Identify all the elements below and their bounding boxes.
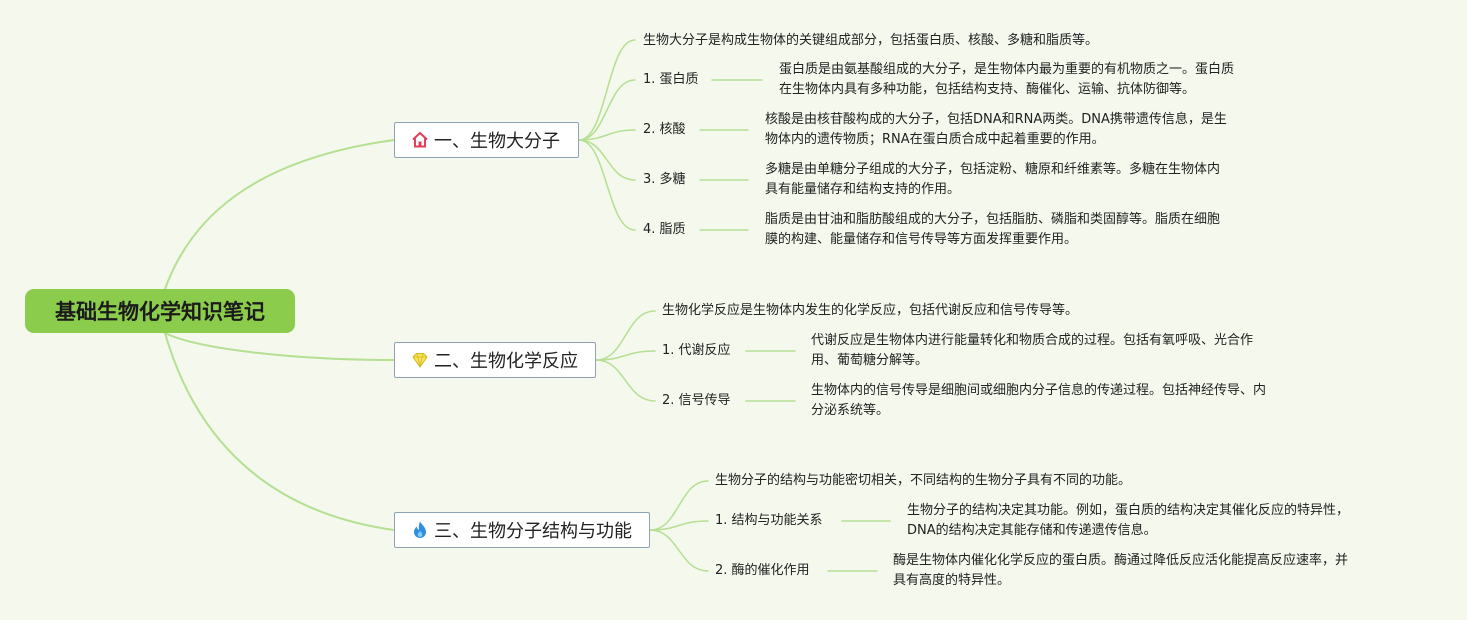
item-structure-function-relation-desc: 生物分子的结构决定其功能。例如，蛋白质的结构决定其催化反应的特异性，DNA的结构… — [907, 503, 1350, 538]
connector-line — [578, 139, 636, 231]
item-signal-transduction[interactable]: 2. 信号传导 — [662, 393, 731, 408]
item-polysaccharide[interactable]: 3. 多糖 — [643, 172, 686, 187]
item-nucleic-acid-desc: 核酸是由核苷酸构成的大分子，包括DNA和RNA两类。DNA携带遗传信息，是生物体… — [765, 112, 1227, 147]
item-enzyme-catalysis-desc: 酶是生物体内催化化学反应的蛋白质。酶通过降低反应活化能提高反应速率，并具有高度的… — [893, 553, 1349, 588]
connector-line — [595, 359, 656, 402]
branch-summary: 生物化学反应是生物体内发生的化学反应，包括代谢反应和信号传导等。 — [662, 303, 1079, 318]
branch-title: 二、生物化学反应 — [434, 351, 578, 372]
connector-line — [649, 520, 709, 531]
diamond-icon — [409, 349, 431, 371]
branch-summary: 生物大分子是构成生物体的关键组成部分，包括蛋白质、核酸、多糖和脂质等。 — [643, 33, 1099, 48]
flame-icon — [409, 519, 431, 541]
item-structure-function-relation[interactable]: 1. 结构与功能关系 — [715, 513, 823, 528]
connector-line — [164, 332, 395, 361]
item-signal-transduction-desc: 生物体内的信号传导是细胞间或细胞内分子信息的传递过程。包括神经传导、内分泌系统等… — [811, 383, 1267, 418]
branch-structure-function[interactable]: 三、生物分子结构与功能 — [394, 512, 650, 548]
item-protein[interactable]: 1. 蛋白质 — [643, 72, 699, 87]
item-lipid[interactable]: 4. 脂质 — [643, 222, 686, 237]
root-node[interactable]: 基础生物化学知识笔记 — [25, 289, 295, 333]
branch-summary: 生物分子的结构与功能密切相关，不同结构的生物分子具有不同的功能。 — [715, 473, 1132, 488]
item-nucleic-acid[interactable]: 2. 核酸 — [643, 122, 686, 137]
connector-line — [595, 310, 656, 361]
item-polysaccharide-desc: 多糖是由单糖分子组成的大分子，包括淀粉、糖原和纤维素等。多糖在生物体内具有能量储… — [765, 162, 1221, 197]
connector-line — [578, 79, 636, 141]
item-enzyme-catalysis[interactable]: 2. 酶的催化作用 — [715, 563, 810, 578]
item-protein-desc: 蛋白质是由氨基酸组成的大分子，是生物体内最为重要的有机物质之一。蛋白质在生物体内… — [779, 62, 1235, 97]
connector-line — [649, 529, 709, 572]
house-icon — [409, 129, 431, 151]
connector-line — [649, 480, 709, 531]
item-metabolism-desc: 代谢反应是生物体内进行能量转化和物质合成的过程。包括有氧呼吸、光合作用、葡萄糖分… — [811, 333, 1254, 368]
branch-title: 三、生物分子结构与功能 — [434, 521, 632, 542]
connector-line — [578, 129, 636, 141]
item-lipid-desc: 脂质是由甘油和脂肪酸组成的大分子，包括脂肪、磷脂和类固醇等。脂质在细胞膜的构建、… — [765, 212, 1221, 247]
connector-line — [164, 332, 395, 531]
branch-biomacromolecules[interactable]: 一、生物大分子 — [394, 122, 579, 158]
branch-biochemical-reactions[interactable]: 二、生物化学反应 — [394, 342, 596, 378]
connector-line — [578, 139, 636, 181]
root-title: 基础生物化学知识笔记 — [55, 300, 265, 324]
item-metabolism[interactable]: 1. 代谢反应 — [662, 343, 731, 358]
connector-line — [595, 350, 656, 361]
branch-title: 一、生物大分子 — [434, 131, 560, 152]
connector-line — [578, 39, 636, 141]
connector-line — [164, 139, 395, 290]
